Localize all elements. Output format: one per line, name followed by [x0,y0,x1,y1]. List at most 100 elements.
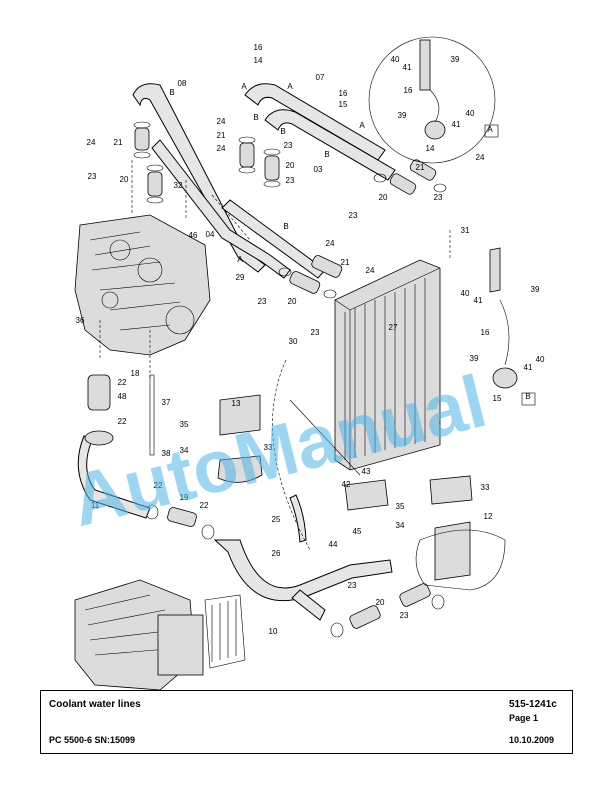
callout-label: 32 [174,181,183,190]
hose-clamps [133,121,447,638]
callout-label: 40 [391,55,400,64]
callout-label: 23 [434,193,443,202]
callout-label: 24 [87,138,96,147]
callout-label: 27 [389,323,398,332]
callout-label: 21 [217,131,226,140]
callout-label: 39 [470,354,479,363]
callout-label: 08 [178,79,187,88]
callout-label: 21 [114,138,123,147]
callout-label: 14 [426,144,435,153]
detail-view-b [492,299,518,389]
callout-label: 22 [154,481,163,490]
callout-label: 16 [404,86,413,95]
dashed-leaders [99,160,451,551]
callout-label: A [241,82,247,91]
callout-label: 44 [329,540,338,549]
callout-label: 14 [254,56,263,65]
callout-label: 40 [536,355,545,364]
callout-label: 23 [258,297,267,306]
callout-label: 22 [200,501,209,510]
footer-title: Coolant water lines [49,699,141,710]
callout-label: 46 [189,231,198,240]
callout-label: 36 [76,316,85,325]
callout-label: 41 [403,63,412,72]
callout-label: 20 [120,175,129,184]
callout-label: 19 [180,493,189,502]
connector-line [289,399,361,476]
callout-label: 12 [484,512,493,521]
title-block: Coolant water lines 515-1241c Page 1 PC … [40,690,573,754]
detail-a-tag-box [484,124,499,138]
callout-label: 41 [452,120,461,129]
callout-label: 43 [362,467,371,476]
lower-pipes [77,374,393,621]
callout-label: A [287,82,293,91]
callout-label: 22 [118,378,127,387]
callout-label: 24 [217,117,226,126]
callout-label: 16 [339,89,348,98]
callout-label: B [283,222,288,231]
small-hose [289,494,307,543]
callout-label: 16 [481,328,490,337]
callout-label: 21 [416,163,425,172]
callout-label: 38 [162,449,171,458]
callout-label: 42 [342,480,351,489]
callout-label: A [487,125,493,134]
callout-label: 22 [118,417,127,426]
upper-pipes [132,83,396,279]
callout-label: 31 [461,226,470,235]
footer-doc-number: 515-1241c [509,699,557,710]
callout-label: 40 [461,289,470,298]
callout-label: B [525,392,530,401]
footer-model: PC 5500-6 SN:15099 [49,735,136,745]
callout-label: 10 [269,627,278,636]
callout-label: 41 [474,296,483,305]
detail-view-a [368,36,496,164]
callout-label: 34 [180,446,189,455]
callout-label: 16 [254,43,263,52]
callout-label: 33 [264,443,273,452]
callout-label: 24 [326,239,335,248]
callout-label: 23 [349,211,358,220]
footer-page: Page 1 [509,713,539,723]
callout-label: 34 [396,521,405,530]
callout-label: 23 [286,176,295,185]
callout-label: 13 [232,399,241,408]
callout-label: 15 [339,100,348,109]
callout-label: 40 [466,109,475,118]
callout-label: 37 [162,398,171,407]
engine-thumbnail [74,579,246,690]
callout-label: 29 [236,273,245,282]
hose-segments [134,127,437,629]
callout-label: 23 [348,581,357,590]
callout-label: 41 [524,363,533,372]
callout-label: 20 [379,193,388,202]
callout-label: 26 [272,549,281,558]
brackets [217,247,506,591]
callout-label: 24 [366,266,375,275]
callout-label: 20 [288,297,297,306]
callout-label: 20 [286,161,295,170]
callout-label: 23 [284,141,293,150]
callout-label: 11 [91,501,100,510]
callout-label: 24 [476,153,485,162]
callout-label: 18 [131,369,140,378]
callout-label: 04 [206,230,215,239]
callout-label: B [280,127,285,136]
callout-label: 33 [481,483,490,492]
callout-label: 39 [398,111,407,120]
callout-label: 23 [88,172,97,181]
callout-label: 30 [289,337,298,346]
callout-label: A [237,255,243,264]
callout-label: 23 [311,328,320,337]
callout-label: 39 [531,285,540,294]
callout-label: 21 [341,258,350,267]
detail-b-tag-box [521,392,536,406]
engine-block [74,214,211,356]
callout-label: B [324,150,329,159]
callout-label: 23 [400,611,409,620]
callout-label: 20 [376,598,385,607]
callout-label: B [253,113,258,122]
